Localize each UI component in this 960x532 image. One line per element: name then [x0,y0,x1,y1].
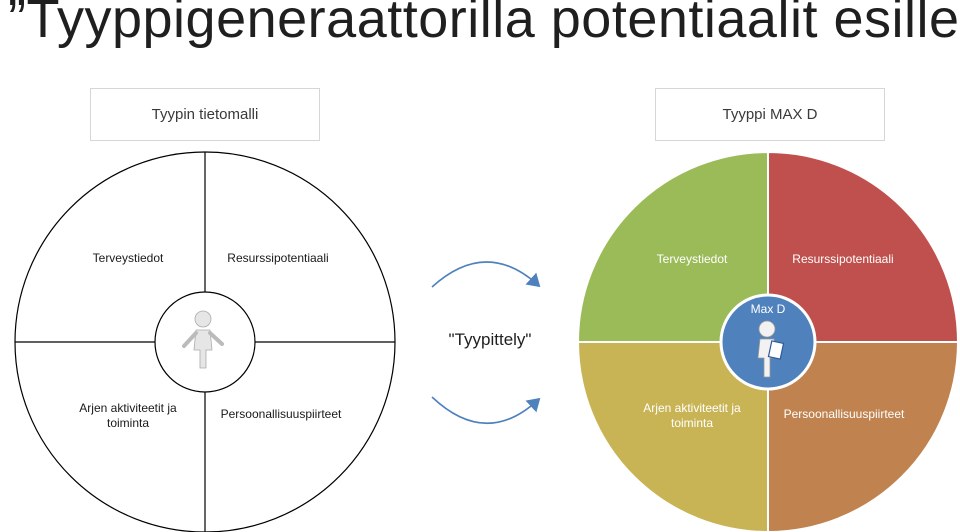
left-label-resource: Resurssipotentiaali [227,251,328,265]
right-label-activities-line2: toiminta [671,416,713,430]
right-quadrant-personality [767,341,960,532]
page-title: ”Tyyppigeneraattorilla potentiaalit esil… [8,0,960,49]
typing-label: "Tyypittely" [448,330,532,349]
data-model-label-box: Tyypin tietomalli [90,88,320,141]
left-label-health: Terveystiedot [93,251,164,265]
right-circle-diagram: Max D Terveystiedot Resurssipotentiaali … [576,150,960,532]
left-label-activities-line1: Arjen aktiviteetit ja [79,401,177,415]
right-quadrant-resource [767,150,960,343]
type-label-box: Tyyppi MAX D [655,88,885,141]
right-label-personality: Persoonallisuuspiirteet [784,407,905,421]
left-label-activities-line2: toiminta [107,416,149,430]
right-center-label: Max D [751,302,786,316]
right-quadrant-health [576,150,769,343]
left-circle-diagram: Terveystiedot Resurssipotentiaali Arjen … [14,151,396,532]
person-figure-icon [182,310,224,369]
left-label-personality: Persoonallisuuspiirteet [221,407,342,421]
top-curved-arrow-icon [431,261,541,288]
bottom-curved-arrow-icon [431,396,541,425]
right-label-activities-line1: Arjen aktiviteetit ja [643,401,741,415]
right-label-resource: Resurssipotentiaali [792,252,893,266]
right-label-health: Terveystiedot [657,252,728,266]
person-clipboard-icon [757,320,785,378]
right-quadrant-activities [576,341,769,532]
